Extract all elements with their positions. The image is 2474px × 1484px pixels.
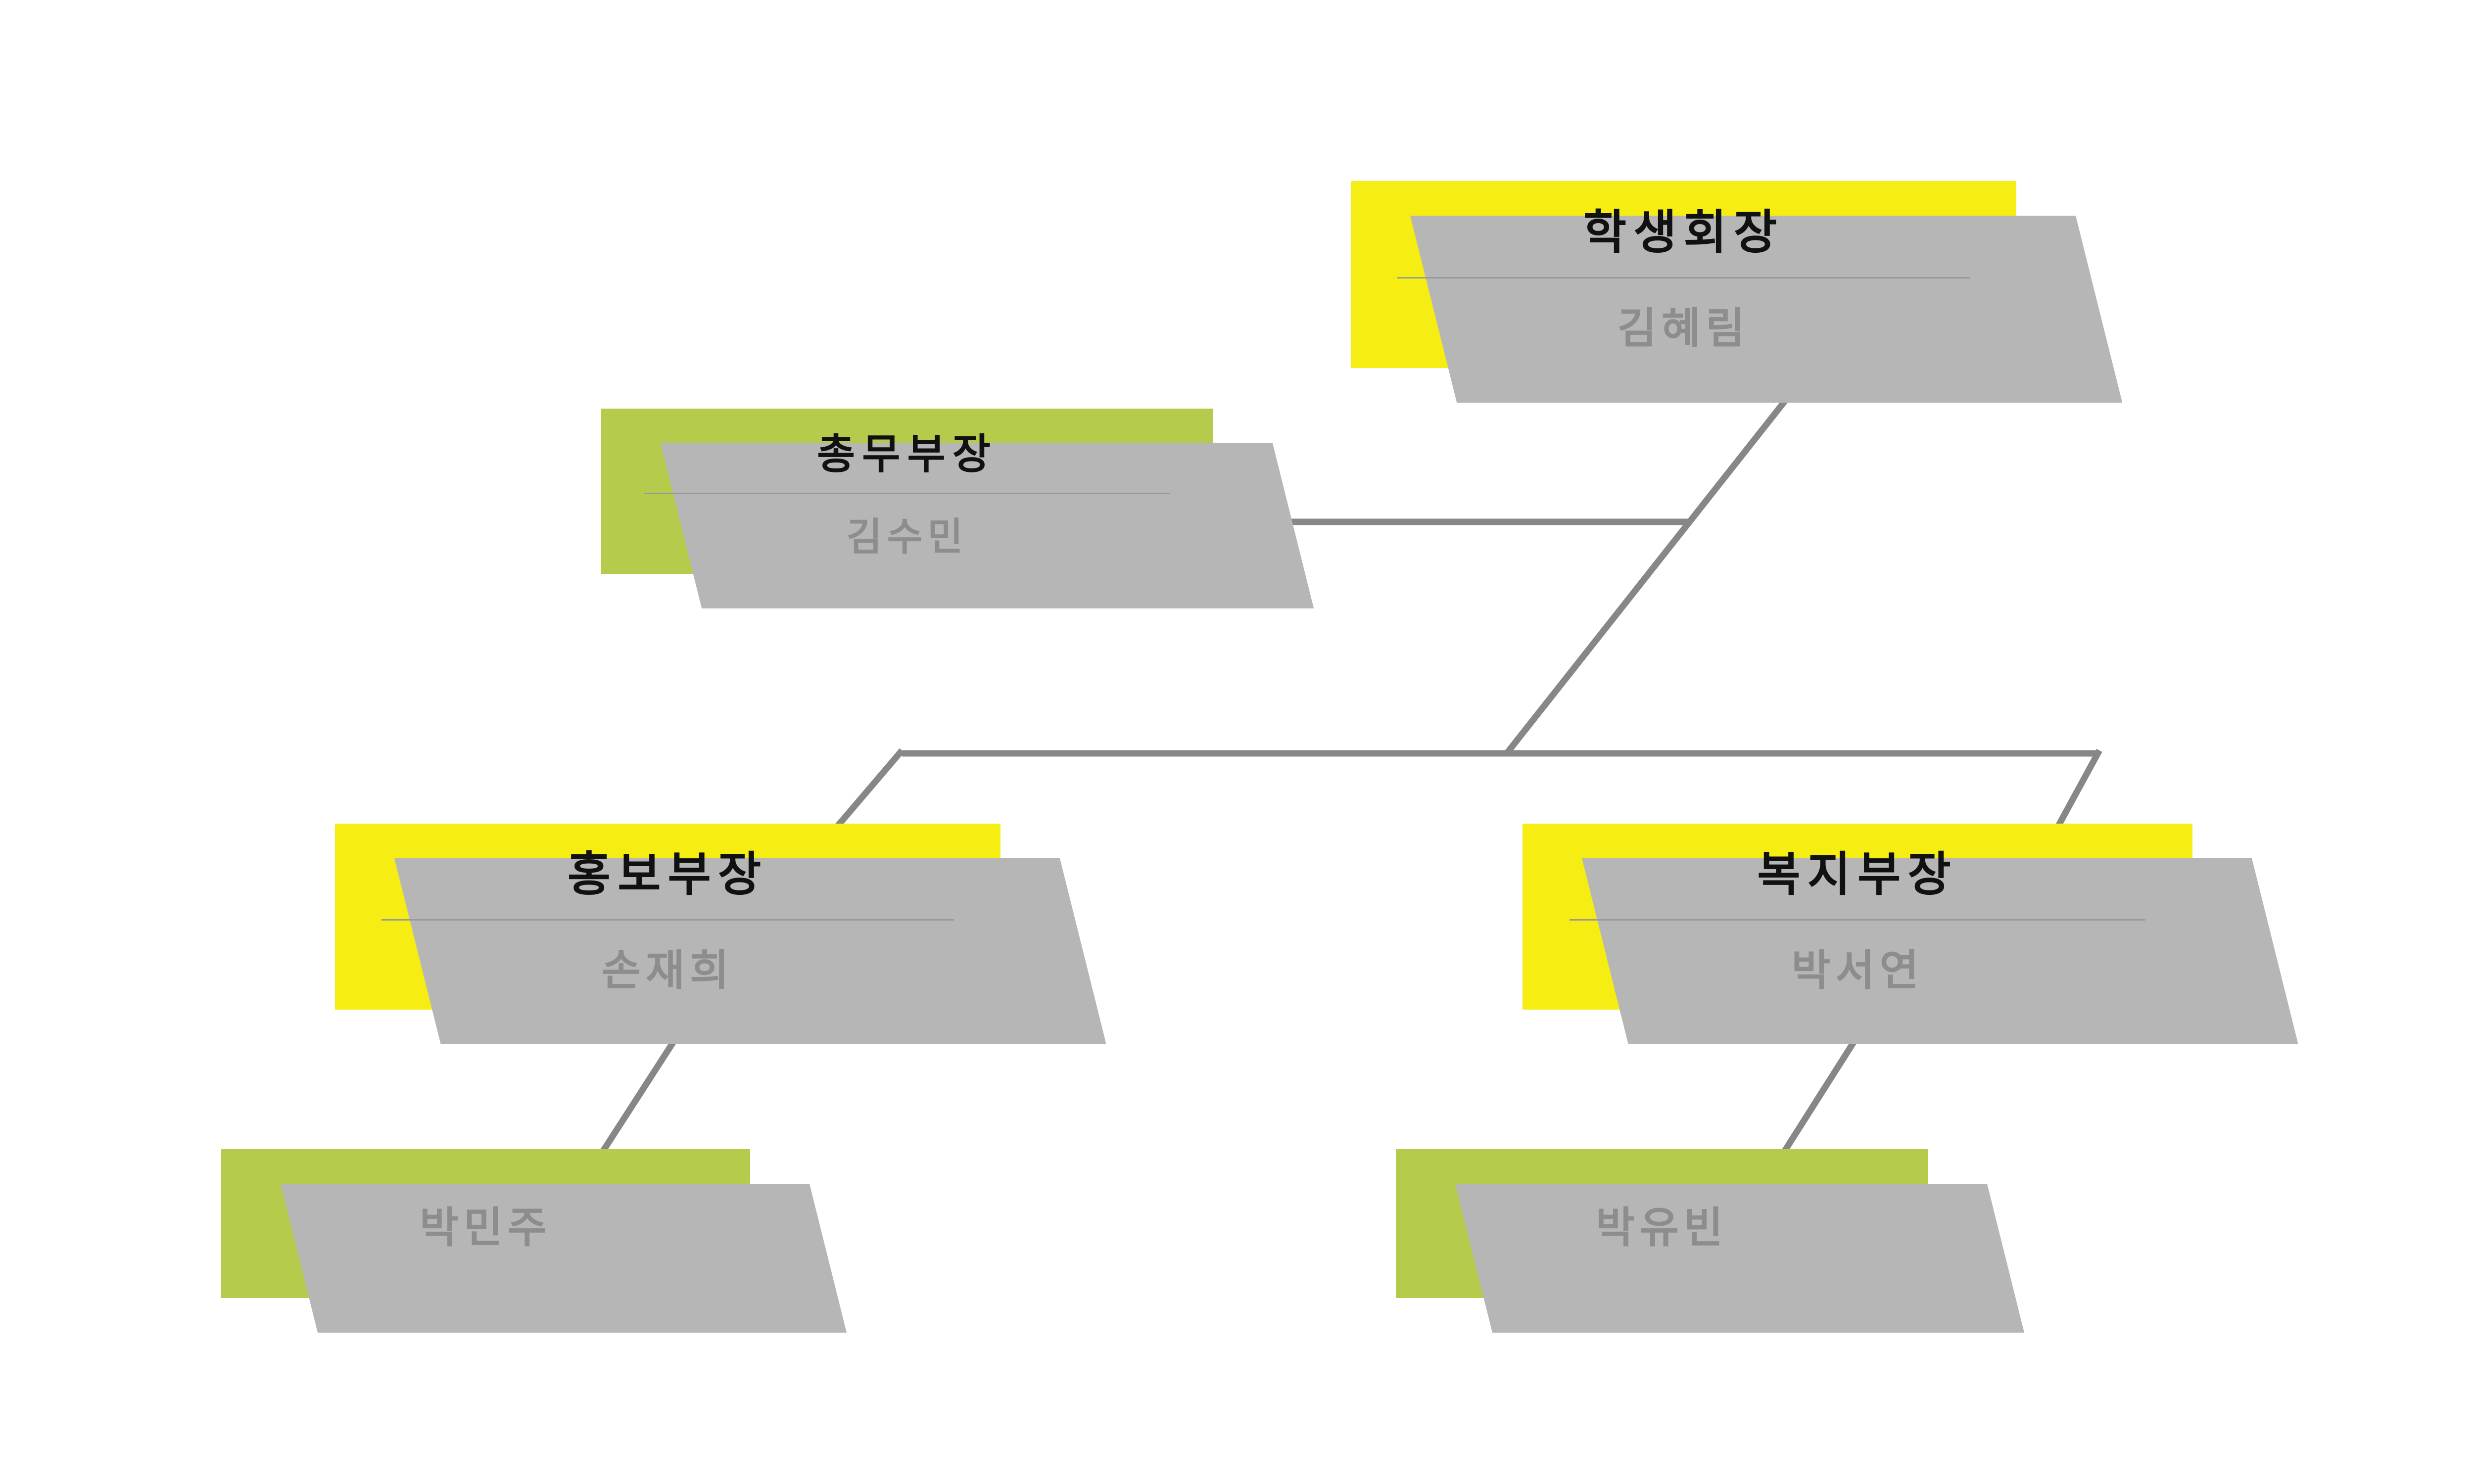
node-name: 손재희 bbox=[601, 946, 734, 994]
org-node-publicity: 홍보부장 손재희 bbox=[335, 824, 1000, 1010]
connector-welfare-drop bbox=[2054, 748, 2102, 830]
node-title: 총무부장 bbox=[816, 431, 998, 477]
node-title: 학생회장 bbox=[1583, 206, 1784, 259]
org-node-member-right: 박유빈 bbox=[1396, 1149, 1928, 1298]
connector-publicity-drop bbox=[834, 748, 904, 830]
node-divider bbox=[644, 493, 1171, 494]
connector-president-diagonal bbox=[1504, 366, 1814, 756]
node-name: 박민주 bbox=[419, 1204, 552, 1252]
node-title: 홍보부장 bbox=[567, 848, 768, 901]
node-name: 박유빈 bbox=[1595, 1204, 1728, 1252]
node-name: 박서연 bbox=[1791, 946, 1924, 994]
node-divider bbox=[381, 919, 954, 921]
node-name: 김수민 bbox=[846, 515, 968, 558]
org-node-welfare: 복지부장 박서연 bbox=[1522, 824, 2192, 1010]
node-divider bbox=[1397, 277, 1970, 278]
org-node-general-affairs: 총무부장 김수민 bbox=[601, 409, 1213, 574]
org-node-president: 학생회장 김혜림 bbox=[1351, 181, 2016, 368]
node-divider bbox=[1569, 919, 2146, 921]
node-title: 복지부장 bbox=[1757, 848, 1958, 901]
org-node-member-left: 박민주 bbox=[221, 1149, 750, 1298]
node-name: 김혜림 bbox=[1617, 304, 1750, 352]
